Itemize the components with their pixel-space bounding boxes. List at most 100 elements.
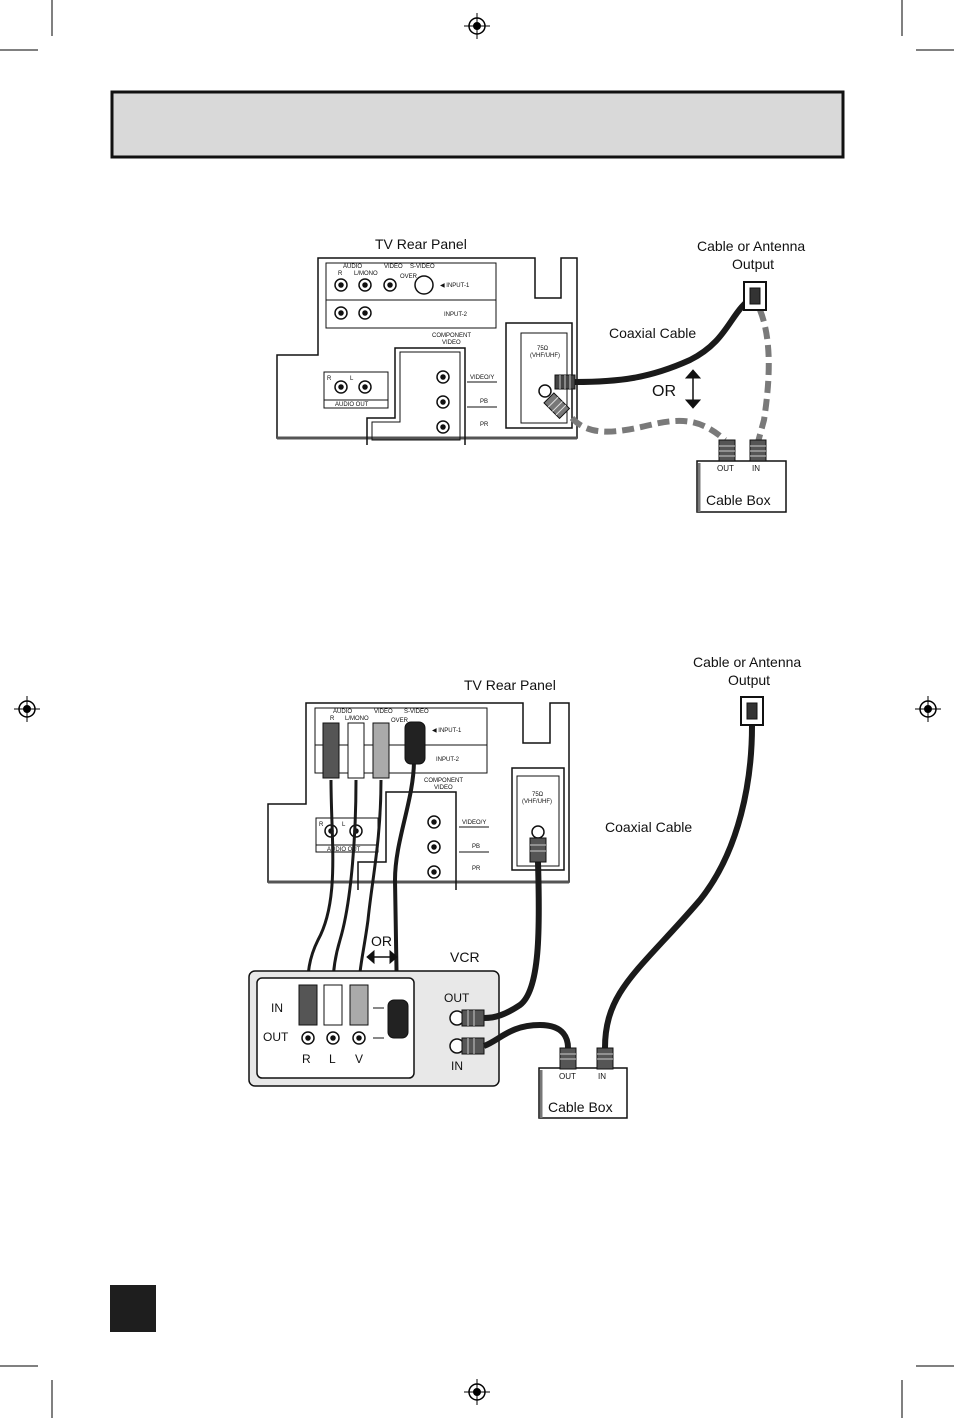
coax-connector-icon xyxy=(449,1037,485,1055)
or-label: OR xyxy=(652,383,676,400)
antenna-output-label: Cable or Antenna xyxy=(697,238,805,254)
cable-box xyxy=(696,460,787,513)
rca-plug-icon xyxy=(372,722,390,779)
page-number-block xyxy=(110,1285,156,1332)
label-input1: ◀ INPUT-1 xyxy=(440,283,470,289)
diagram-1: TV Rear Panel AUDIO VIDEO S-VIDEO R L/MO… xyxy=(276,236,805,513)
cable-box xyxy=(538,1067,628,1119)
coaxial-cable-label: Coaxial Cable xyxy=(605,819,692,835)
wall-outlet-icon xyxy=(740,696,764,726)
svideo-plug-icon xyxy=(404,721,426,765)
vcr-ant-in-label: IN xyxy=(451,1059,463,1073)
label-over: OVER xyxy=(391,718,409,724)
label-vhf-uhf: (VHF/UHF) xyxy=(530,353,560,359)
coaxial-cable-tv-to-vcr xyxy=(483,861,542,1021)
coax-connector-icon xyxy=(449,1009,485,1027)
label-ar: R xyxy=(319,822,324,828)
svideo-jack-icon xyxy=(414,275,434,295)
coax-connector-icon xyxy=(718,439,736,462)
rca-plug-icon xyxy=(349,984,369,1026)
coax-jack-icon xyxy=(538,384,552,398)
video-cable xyxy=(357,779,383,986)
label-r: R xyxy=(338,271,343,277)
cable-box-in-label: IN xyxy=(752,464,760,473)
label-svideo: S-VIDEO xyxy=(410,264,435,270)
vcr-in-label: IN xyxy=(271,1001,283,1015)
registration-mark-icon xyxy=(464,13,490,39)
label-component-video: VIDEO xyxy=(442,340,461,346)
coax-connector-icon xyxy=(559,1047,577,1070)
label-video: VIDEO xyxy=(384,264,403,270)
vcr-ant-out-label: OUT xyxy=(444,991,470,1005)
label-pb: PB xyxy=(480,399,488,405)
coaxial-cable-outlet-to-box xyxy=(602,725,755,1049)
label-pb: PB xyxy=(472,844,480,850)
label-svideo: S-VIDEO xyxy=(404,709,429,715)
label-75ohm: 75Ω xyxy=(537,346,549,352)
header-bar xyxy=(110,90,845,159)
antenna-output-label-2: Output xyxy=(728,672,770,688)
label-ar: R xyxy=(327,376,332,382)
label-75ohm: 75Ω xyxy=(532,792,544,798)
label-lmono: L/MONO xyxy=(354,271,378,277)
registration-mark-icon xyxy=(14,696,40,722)
label-lmono: L/MONO xyxy=(345,716,369,722)
coax-connector-icon xyxy=(596,1047,614,1070)
svideo-plug-icon xyxy=(387,999,409,1039)
coaxial-cable xyxy=(574,293,757,385)
vcr-label: VCR xyxy=(450,949,480,965)
double-arrow-icon xyxy=(366,949,398,965)
dashed-cable-to-box xyxy=(569,415,727,443)
label-vhf-uhf: (VHF/UHF) xyxy=(522,799,552,805)
coaxial-cable-label: Coaxial Cable xyxy=(609,325,696,341)
dashed-cable-to-outlet xyxy=(755,308,772,443)
label-component: COMPONENT xyxy=(432,333,471,339)
tv-rear-panel-label: TV Rear Panel xyxy=(375,236,467,252)
label-input1: ◀ INPUT-1 xyxy=(432,728,462,734)
coax-connector-icon xyxy=(543,392,571,420)
cable-box-out-label: OUT xyxy=(559,1072,576,1081)
antenna-output-label-2: Output xyxy=(732,256,774,272)
registration-mark-icon xyxy=(464,1379,490,1405)
label-input2: INPUT-2 xyxy=(436,757,460,763)
coax-connector-icon xyxy=(749,439,767,462)
coax-connector-icon xyxy=(554,374,576,390)
vcr-r-label: R xyxy=(302,1052,311,1066)
or-label: OR xyxy=(371,933,392,949)
cable-box-label: Cable Box xyxy=(548,1099,613,1115)
label-video-y: VIDEO/Y xyxy=(470,375,494,381)
label-component-video: VIDEO xyxy=(434,785,453,791)
rca-plug-icon xyxy=(322,722,340,779)
rca-plug-icon xyxy=(323,984,343,1026)
tv-rear-panel-label: TV Rear Panel xyxy=(464,677,556,693)
registration-mark-icon xyxy=(915,696,941,722)
label-audio: AUDIO xyxy=(333,709,352,715)
label-al: L xyxy=(350,376,354,382)
label-r: R xyxy=(330,716,335,722)
label-audio: AUDIO xyxy=(343,264,362,270)
vcr-l-label: L xyxy=(329,1052,336,1066)
label-al: L xyxy=(342,822,346,828)
rca-plug-icon xyxy=(298,984,318,1026)
label-input2: INPUT-2 xyxy=(444,312,468,318)
cable-box-label: Cable Box xyxy=(706,492,771,508)
label-audio-out: AUDIO OUT xyxy=(327,847,361,853)
label-pr: PR xyxy=(472,866,481,872)
coaxial-cable-vcr-to-box xyxy=(482,1021,571,1049)
antenna-output-label: Cable or Antenna xyxy=(693,654,801,670)
label-pr: PR xyxy=(480,422,489,428)
cable-box-out-label: OUT xyxy=(717,464,734,473)
vcr-v-label: V xyxy=(355,1052,363,1066)
label-video-y: VIDEO/Y xyxy=(462,820,486,826)
rca-plug-icon xyxy=(347,722,365,779)
vcr-out-label: OUT xyxy=(263,1030,289,1044)
double-arrow-icon xyxy=(684,369,702,409)
diagram-2: TV Rear Panel AUDIO VIDEO S-VIDEO R L/MO… xyxy=(248,654,801,1119)
cable-box-in-label: IN xyxy=(598,1072,606,1081)
wall-outlet-icon xyxy=(743,281,767,311)
label-video: VIDEO xyxy=(374,709,393,715)
svideo-cable xyxy=(392,759,416,1001)
label-component: COMPONENT xyxy=(424,778,463,784)
